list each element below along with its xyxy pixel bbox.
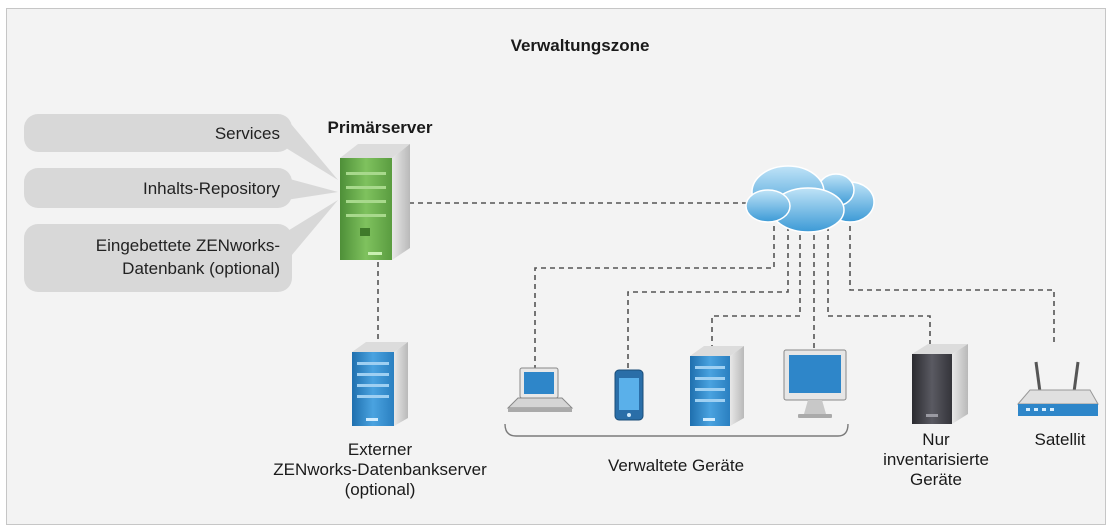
callout-content-repository [24, 168, 338, 208]
cloud-icon [745, 165, 875, 233]
callout-content-repository-text: Inhalts-Repository [142, 179, 280, 198]
primary-server-icon [340, 144, 410, 260]
inventory-only-server-icon [912, 344, 968, 424]
external-database-server-icon [352, 342, 408, 426]
zone-title: Verwaltungszone [510, 36, 650, 55]
connector-cloud-to-inventory [827, 226, 931, 344]
callout-embedded-database [24, 200, 338, 292]
satellite-label: Satellit [1034, 430, 1086, 449]
monitor-icon [783, 349, 847, 418]
external-database-label: Externer ZENworks-Datenbankserver (optio… [273, 440, 487, 499]
connector-cloud-to-server [711, 226, 801, 346]
connector-cloud-to-laptop [534, 226, 775, 368]
managed-server-icon [690, 346, 744, 426]
laptop-icon [506, 367, 574, 412]
connector-cloud-to-satellite [849, 226, 1055, 346]
primary-server-label: Primärserver [327, 118, 433, 137]
callout-services-text: Services [214, 124, 280, 143]
inventory-only-label: Nur inventarisierte Geräte [883, 430, 989, 489]
managed-devices-label: Verwaltete Geräte [607, 456, 745, 475]
connectors [377, 202, 1055, 370]
connector-cloud-to-phone [627, 226, 789, 370]
smartphone-icon [614, 369, 644, 421]
callout-embedded-database-text: Eingebettete ZENworks- Datenbank (option… [95, 236, 280, 278]
managed-devices-brace [504, 423, 849, 437]
satellite-router-icon [1016, 361, 1099, 416]
callout-services [24, 114, 338, 180]
